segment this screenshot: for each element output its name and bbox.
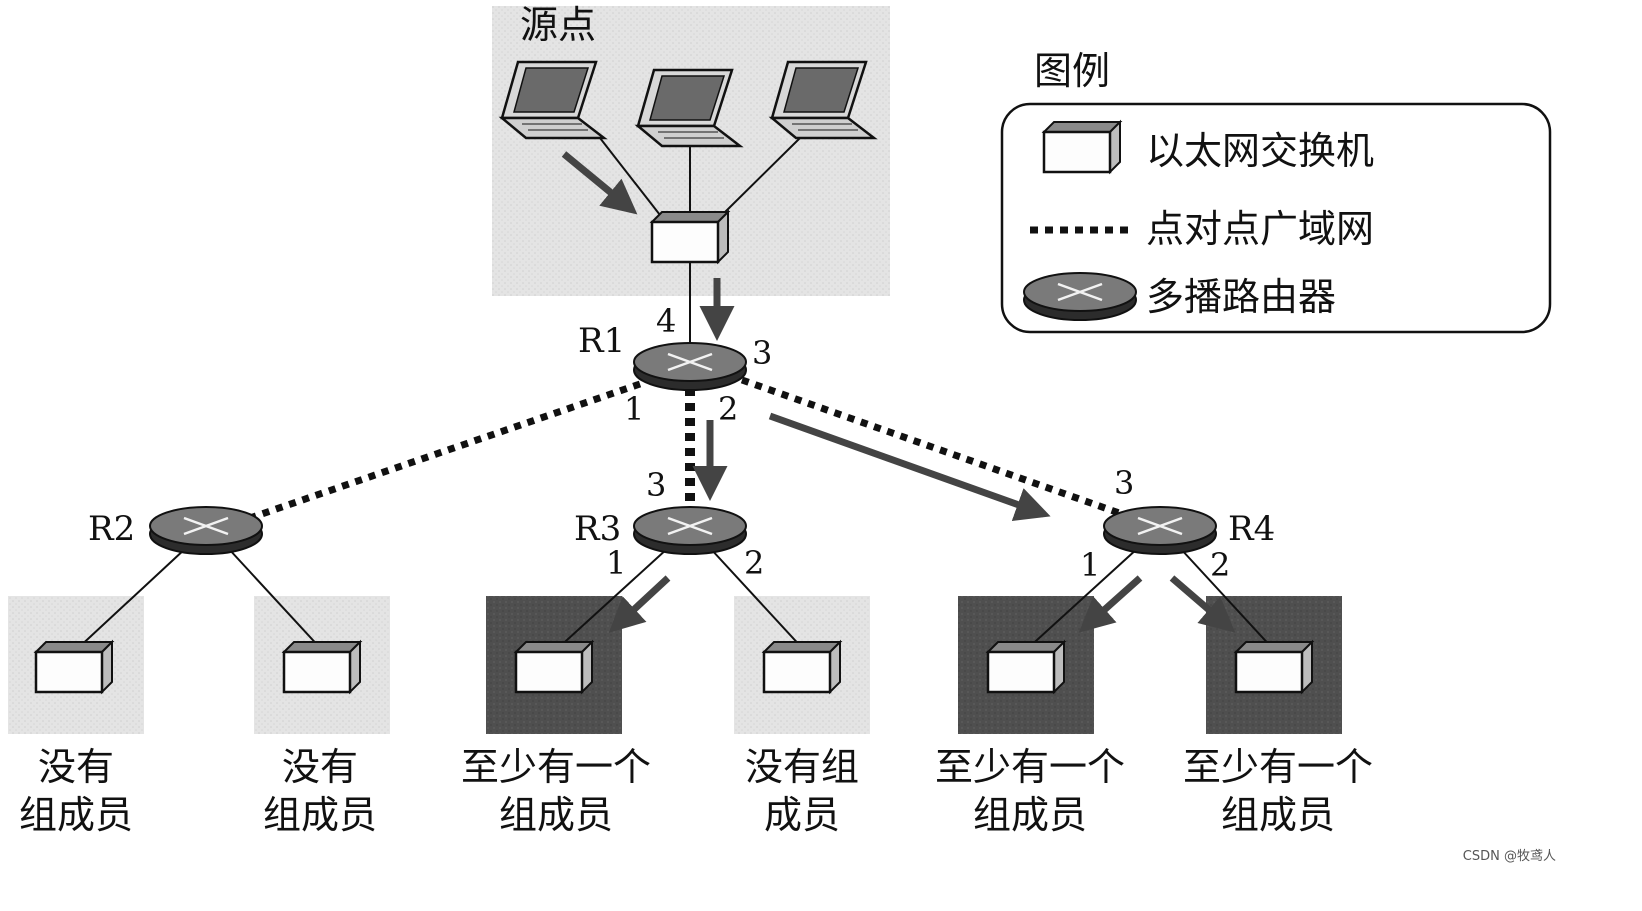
group-4-caption-line1: 没有组	[745, 745, 859, 789]
flow-arrow-host-to-switch	[561, 151, 638, 215]
r1-port-2: 2	[718, 390, 738, 428]
source-switch-icon	[650, 210, 730, 264]
r4-port-1: 1	[1080, 546, 1100, 584]
router-r1-icon	[632, 341, 748, 392]
legend-item-switch: 以太网交换机	[1146, 129, 1374, 173]
router-r1-label: R1	[578, 321, 625, 361]
r1-port-4: 4	[656, 302, 676, 340]
legend-router-icon	[1022, 271, 1138, 322]
group-3-caption-line1: 至少有一个	[461, 745, 651, 789]
router-r2-icon	[148, 505, 264, 556]
router-r4-label: R4	[1228, 509, 1275, 549]
link-r3-sw4	[709, 547, 805, 651]
flow-arrow-r4-to-group6	[1169, 575, 1236, 633]
r3-port-3: 3	[646, 466, 666, 504]
group-switch-4-icon	[762, 640, 842, 694]
link-host3-switch	[721, 137, 801, 216]
flow-arrow-r4-to-group5	[1078, 575, 1143, 633]
flow-arrow-r3-to-group3	[608, 575, 671, 633]
router-r4-icon	[1102, 505, 1218, 556]
flow-arrow-r1-to-r4	[768, 412, 1051, 522]
link-r2-sw2	[227, 547, 323, 651]
group-switch-6-icon	[1234, 640, 1314, 694]
group-6-caption-line2: 组成员	[1221, 793, 1335, 837]
legend-switch-icon	[1042, 120, 1122, 174]
r1-port-1: 1	[624, 390, 644, 428]
router-r2-label: R2	[88, 509, 135, 549]
r1-port-3: 3	[752, 334, 772, 372]
r3-port-1: 1	[606, 544, 626, 582]
group-4-caption-line2: 成员	[764, 793, 840, 837]
legend-title: 图例	[1034, 49, 1110, 93]
group-switch-1-icon	[34, 640, 114, 694]
router-r3-label: R3	[574, 509, 621, 549]
r4-port-2: 2	[1210, 546, 1230, 584]
wan-link-r1-r2	[248, 380, 642, 522]
group-3-caption-line2: 组成员	[499, 793, 613, 837]
legend-item-wan: 点对点广域网	[1146, 207, 1374, 251]
link-r2-sw1	[75, 547, 187, 651]
r4-port-3: 3	[1114, 464, 1134, 502]
source-label: 源点	[520, 3, 596, 47]
wan-link-r1-r4	[740, 376, 1124, 518]
group-5-caption-line2: 组成员	[973, 793, 1087, 837]
legend-item-router: 多播路由器	[1146, 275, 1336, 319]
legend-box	[1000, 102, 1552, 334]
r3-port-2: 2	[744, 544, 764, 582]
link-host1-switch	[599, 137, 661, 216]
group-switch-3-icon	[514, 640, 594, 694]
group-5-caption-line1: 至少有一个	[935, 745, 1125, 789]
group-2-caption-line1: 没有	[282, 745, 358, 789]
group-2-caption-line2: 组成员	[263, 793, 377, 837]
router-r3-icon	[632, 505, 748, 556]
group-6-caption-line1: 至少有一个	[1183, 745, 1373, 789]
watermark: CSDN @牧鸢人	[1463, 849, 1556, 864]
group-switch-2-icon	[282, 640, 362, 694]
group-1-caption-line1: 没有	[38, 745, 114, 789]
group-switch-5-icon	[986, 640, 1066, 694]
group-1-caption-line2: 组成员	[19, 793, 133, 837]
